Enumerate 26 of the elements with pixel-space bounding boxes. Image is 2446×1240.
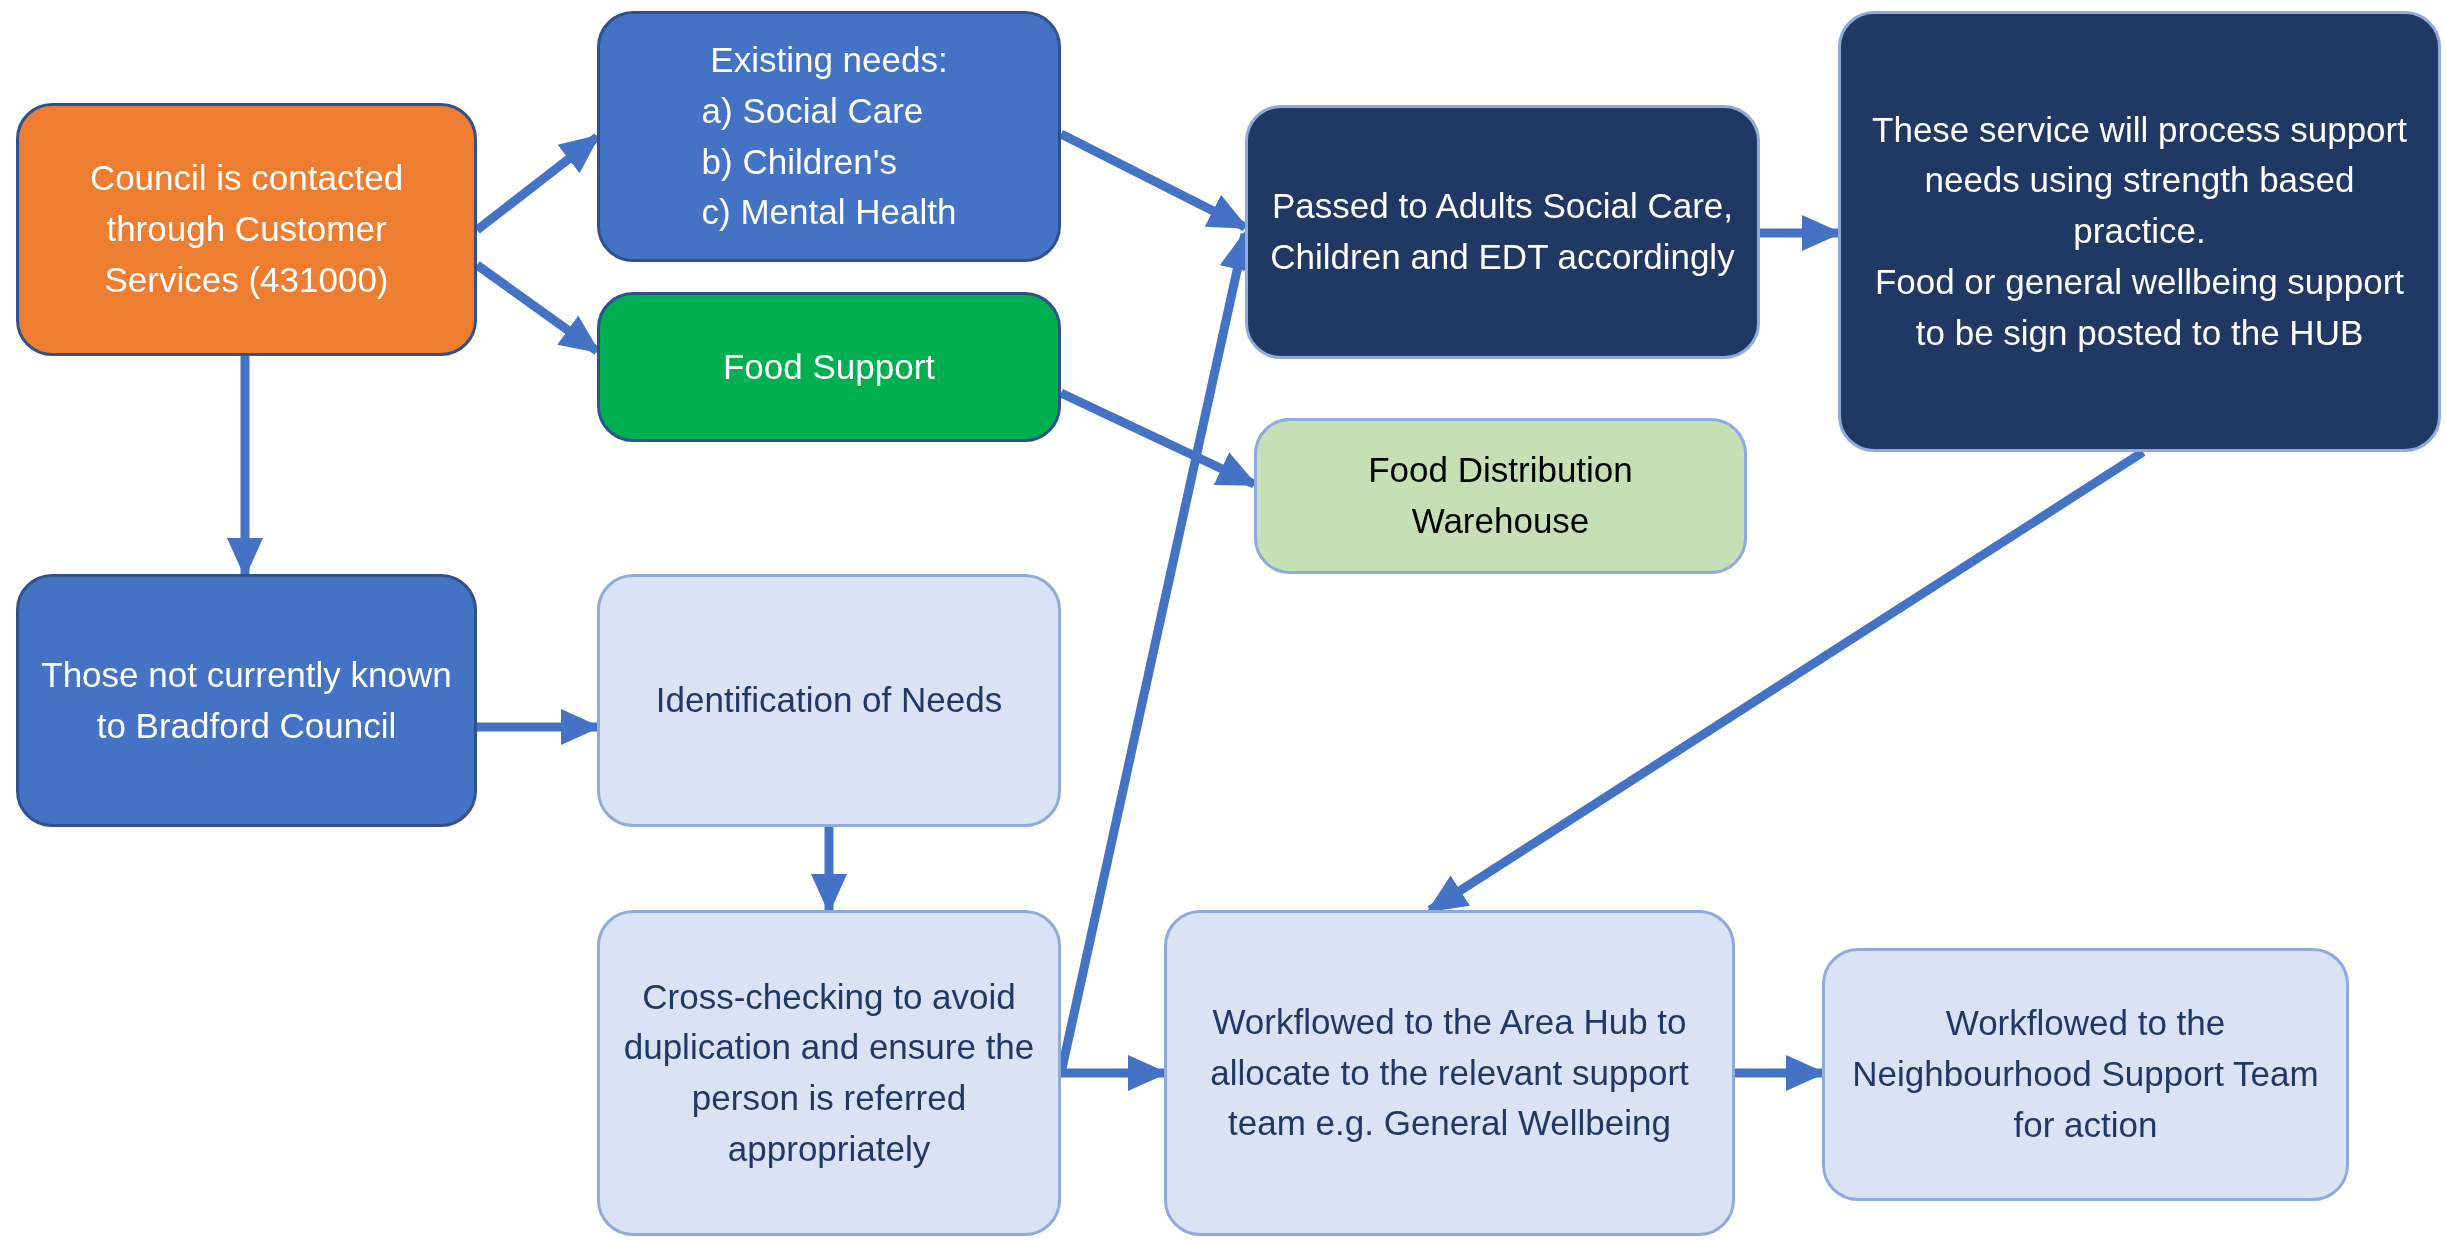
process-box [1838,11,2441,452]
list-item: b) Children's [701,140,898,183]
process-box [16,574,477,827]
box-text: These service will process support needs using strength based practice. [1871,108,2408,253]
process-box [597,910,1061,1236]
box-text: Council is contacted through Customer Services (431000) [88,157,405,301]
process-box [16,103,477,356]
process-box [1254,418,1747,574]
box-text: Food Distribution Warehouse [1367,449,1634,542]
box-text: Passed to Adults Social Care, Children and EDT accordingly [1270,185,1735,278]
box-text: Those not currently known to Bradford Council [41,653,452,747]
process-box [597,574,1061,827]
process-box [597,11,1061,262]
box-text: Cross-checking to avoid duplication and ensure the person is referred appropriately [622,975,1036,1170]
box-text: Food or general wellbeing support to be sign posted to the HUB [1873,260,2406,354]
process-box [597,292,1061,442]
box-text: Workflowed to the Area Hub to allocate to the relevant support team e.g. General Wellbeing [1209,1000,1690,1145]
process-box [1822,948,2349,1201]
process-box [1245,105,1760,359]
process-box [1164,910,1735,1236]
list-item: c) Mental Health [701,191,957,234]
list-item: a) Social Care [701,89,925,132]
box-text: Identification of Needs [655,679,1003,722]
box-text: Food Support [722,345,936,388]
box-text: Workflowed to the Neighbourhood Support Team for action [1851,1002,2320,1146]
box-heading: Existing needs: [710,39,948,81]
